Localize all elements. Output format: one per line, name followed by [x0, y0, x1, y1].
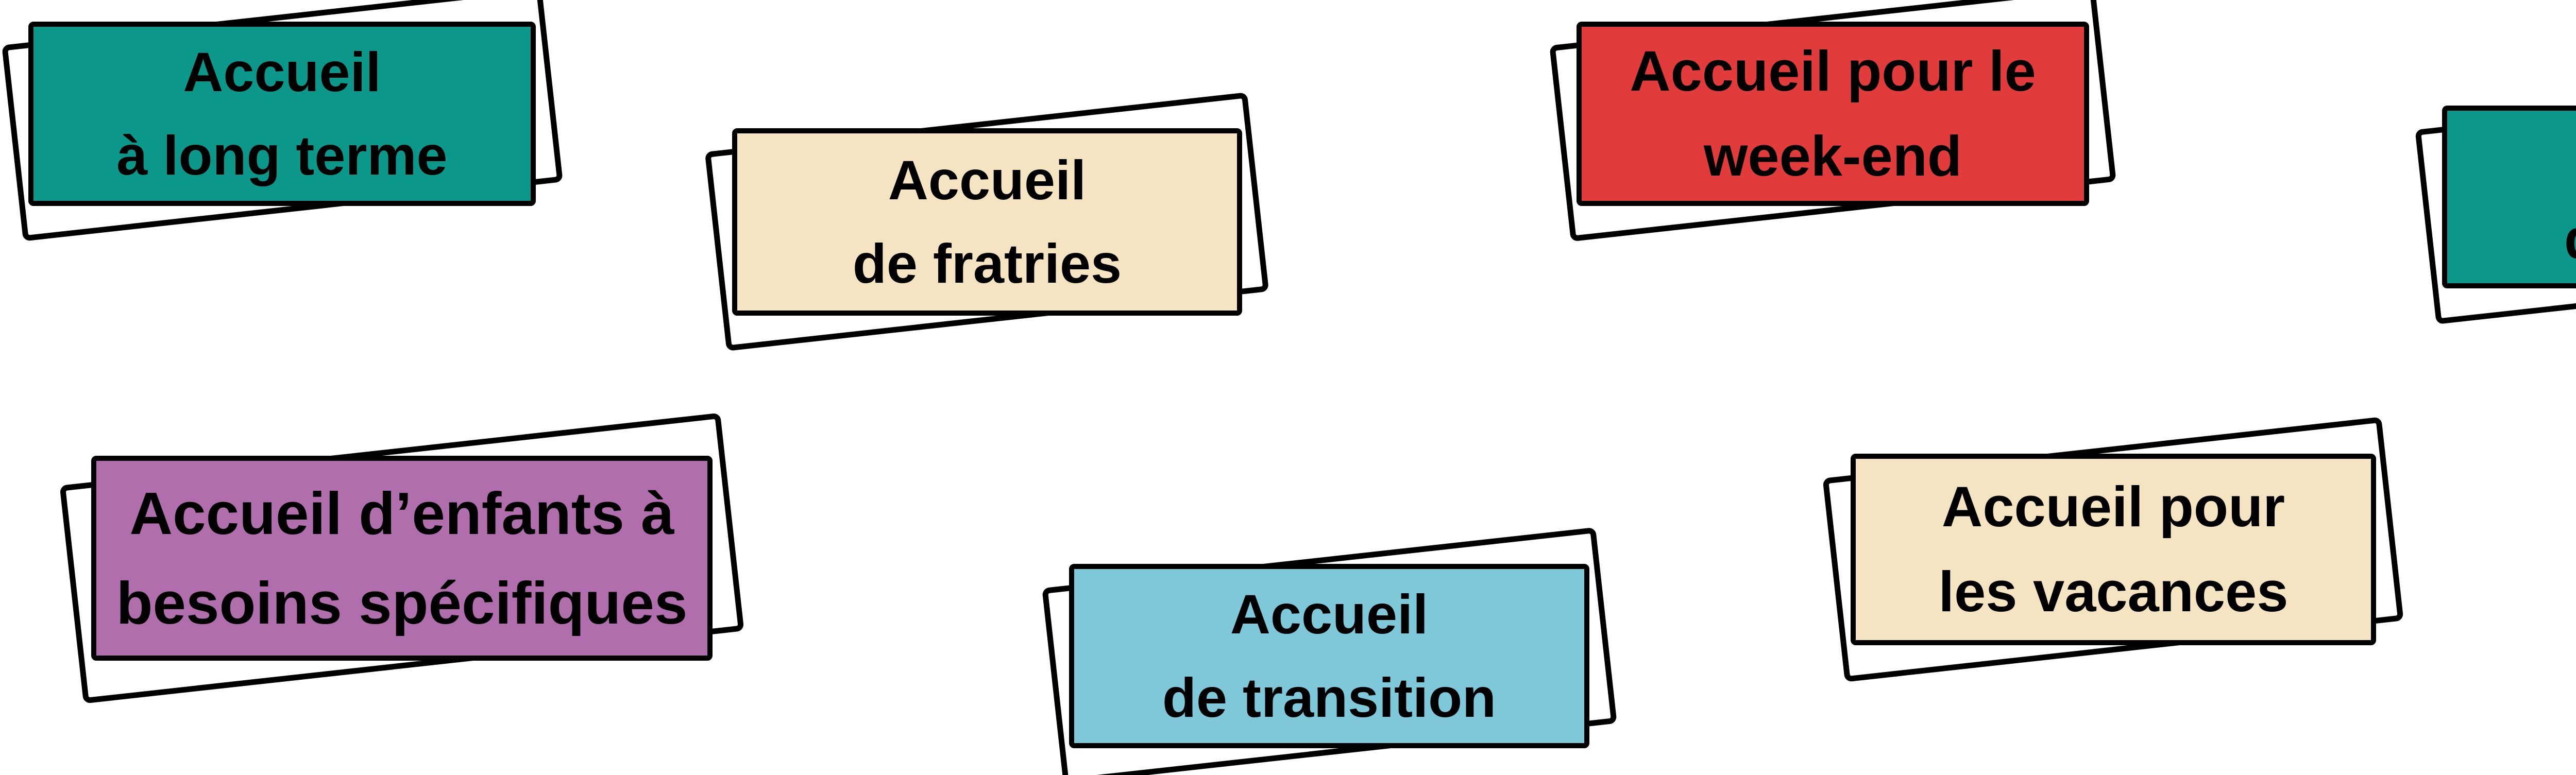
card-accueil-pour-le-week-end: Accueil pour le week-end	[1549, 0, 2116, 242]
card-accueil-d-urgence: Accueil d’urgence	[2415, 70, 2576, 324]
card-label-line-2: à long terme	[116, 124, 448, 186]
card-label-line-1: Accueil pour	[1941, 475, 2285, 539]
card-accueil-a-long-terme: Accueil à long terme	[1, 0, 563, 242]
card-label-line-1: Accueil d’enfants à	[129, 480, 674, 547]
card-front: Accueil de transition	[1069, 564, 1589, 748]
card-accueil-de-fratries: Accueil de fratries	[705, 92, 1269, 352]
card-front: Accueil d’urgence	[2442, 106, 2576, 288]
card-label-line-1: Accueil pour le	[1630, 40, 2036, 103]
card-label-line-1: Accueil	[1230, 583, 1429, 645]
card-label-line-1: Accueil	[888, 149, 1087, 211]
card-label-line-2: de transition	[1162, 666, 1497, 729]
card-label-line-2: week-end	[1703, 125, 1962, 188]
card-label-line-2: d’urgence	[2564, 197, 2576, 281]
card-label-line-2: de fratries	[852, 232, 1122, 295]
card-accueil-de-transition: Accueil de transition	[1041, 527, 1617, 775]
card-front: Accueil pour les vacances	[1851, 454, 2376, 645]
card-label-line-2: les vacances	[1938, 560, 2289, 624]
card-accueil-d-enfants-a-besoins-specifiques: Accueil d’enfants à besoins spécifiques	[59, 412, 744, 704]
card-front: Accueil pour le week-end	[1577, 22, 2089, 206]
card-front: Accueil de fratries	[732, 128, 1242, 316]
card-accueil-pour-les-vacances: Accueil pour les vacances	[1822, 417, 2404, 682]
card-label-line-1: Accueil	[183, 41, 381, 103]
card-label-line-2: besoins spécifiques	[116, 570, 688, 636]
card-front: Accueil d’enfants à besoins spécifiques	[91, 456, 713, 661]
card-front: Accueil à long terme	[28, 22, 536, 206]
